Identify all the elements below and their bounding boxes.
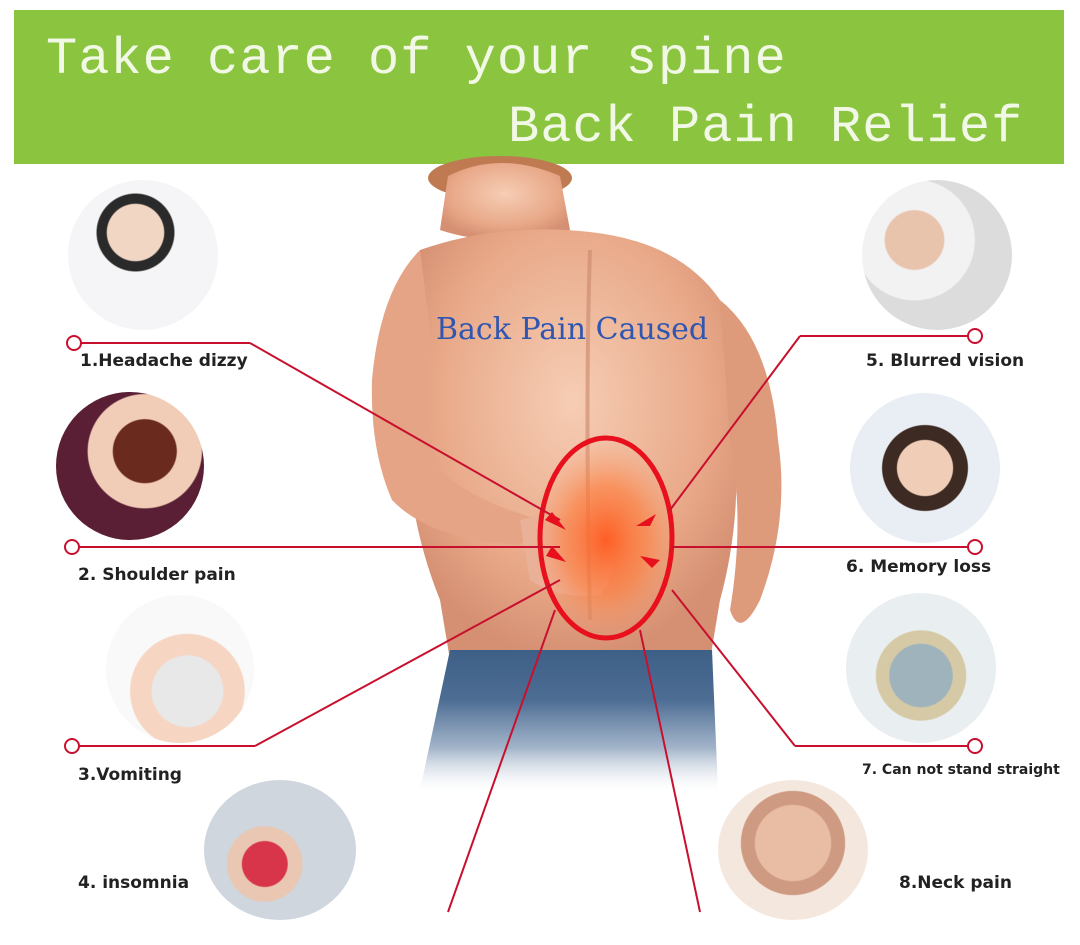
insomnia-photo [204,780,356,920]
symptom-label-4: 4. insomnia [78,873,190,893]
symptom-label-6: 6. Memory loss [846,557,992,577]
banner-title: Take care of your spine [46,30,787,89]
pointer-lines [64,328,983,913]
blurred-vision-photo [862,180,1012,330]
symptom-label-5: 5. Blurred vision [866,351,1025,371]
neck-pain-photo [718,780,868,920]
headache-photo [68,180,218,330]
symptom-label-8: 8.Neck pain [899,873,1012,893]
pain-area-ring [537,435,675,641]
symptom-label-3: 3.Vomiting [78,765,182,785]
banner-subtitle: Back Pain Relief [508,98,1024,157]
shoulder-pain-photo [56,392,204,540]
header-banner: Take care of your spine Back Pain Relief [14,10,1064,164]
center-label: Back Pain Caused [436,312,709,347]
symptom-label-7: 7. Can not stand straight [862,762,1060,778]
symptom-label-2: 2. Shoulder pain [78,565,236,585]
symptom-label-1: 1.Headache dizzy [80,351,248,371]
memory-loss-photo [850,393,1000,543]
pain-arrows [545,512,660,568]
vomiting-photo [106,595,254,743]
man-back-figure [371,156,782,810]
cannot-stand-photo [846,593,996,743]
